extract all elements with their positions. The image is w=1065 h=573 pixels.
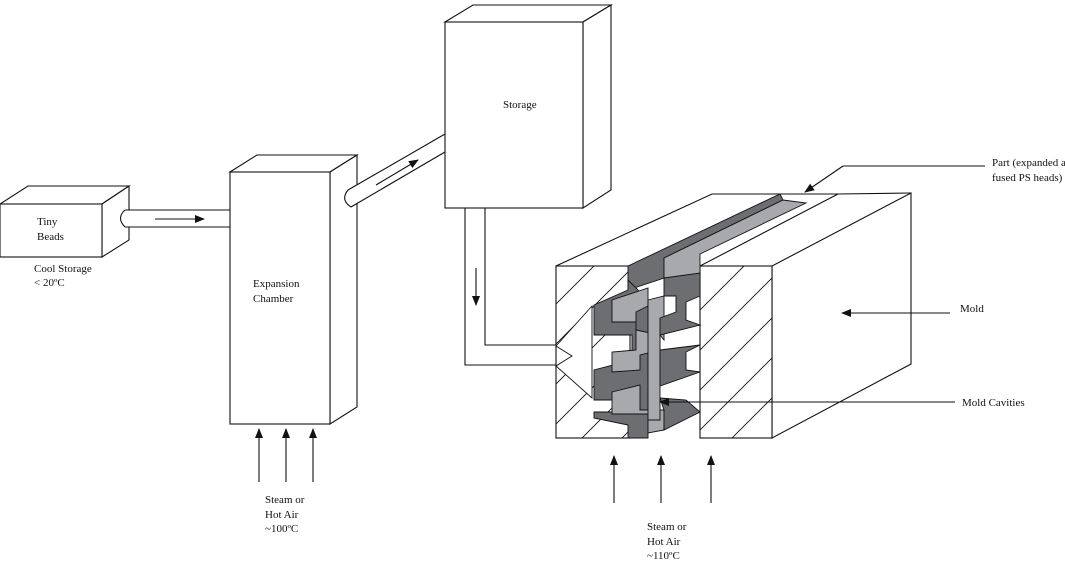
steam-arrows-mold (610, 455, 715, 503)
pipe-chamber-to-storage (344, 133, 446, 208)
steam2-label-2: Hot Air (647, 536, 681, 548)
feed-pipe-storage-to-mold (464, 208, 556, 366)
part-callout-arrow-icon (804, 165, 844, 193)
expansion-chamber-box (228, 154, 359, 425)
steam1-label-3: ~100ºC (265, 523, 298, 535)
part-label-1: Part (expanded and (992, 157, 1065, 169)
storage-label: Storage (503, 99, 537, 111)
mold-cavities-label: Mold Cavities (962, 397, 1025, 409)
tiny-beads-box (0, 184, 131, 258)
steam2-label-3: ~110ºC (647, 550, 680, 562)
tiny-beads-label-2: Beads (37, 231, 64, 243)
flow-arrow-icon (375, 159, 419, 186)
pipe-beads-to-chamber (119, 209, 230, 228)
storage-box (443, 4, 613, 210)
part-label-2: fused PS heads) (992, 172, 1063, 184)
cool-storage-label-1: Cool Storage (34, 263, 92, 275)
tiny-beads-label-1: Tiny (37, 216, 58, 228)
cool-storage-label-2: < 20ºC (34, 277, 65, 289)
steam2-label-1: Steam or (647, 521, 687, 533)
mold-label: Mold (960, 303, 984, 315)
expansion-label-2: Chamber (253, 293, 294, 305)
steam-arrows-chamber (255, 428, 317, 482)
mold (555, 192, 912, 439)
expansion-label-1: Expansion (253, 278, 300, 290)
steam1-label-2: Hot Air (265, 509, 299, 521)
mold-hatching-right (700, 266, 772, 438)
steam1-label-1: Steam or (265, 494, 305, 506)
